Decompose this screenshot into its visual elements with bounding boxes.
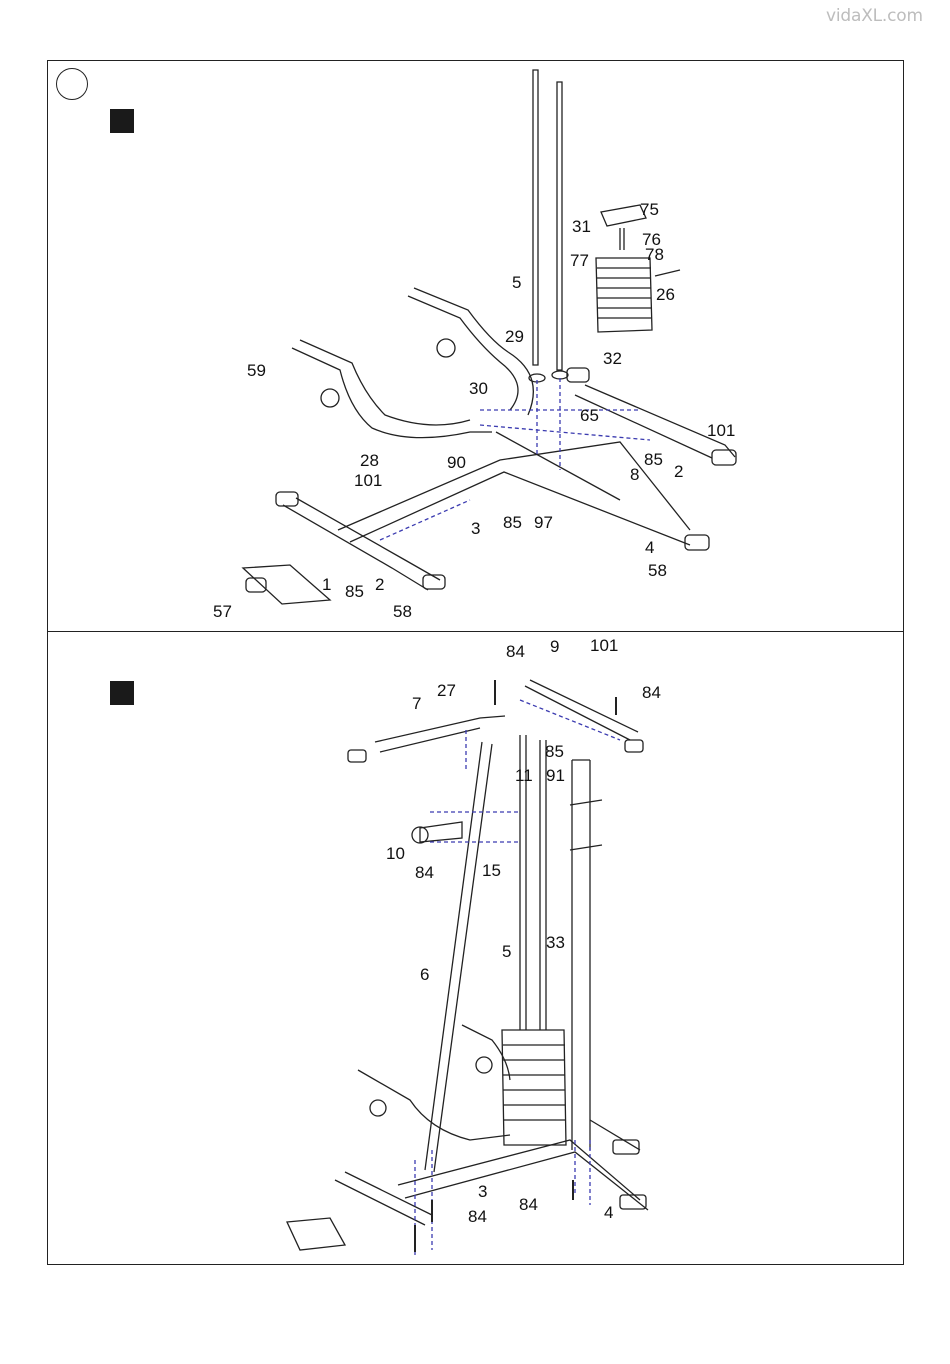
part-label: 5 (502, 943, 511, 960)
part-label: 15 (482, 862, 501, 879)
part-label: 1 (322, 576, 331, 593)
part-label: 85 (545, 743, 564, 760)
part-label: 7 (412, 695, 421, 712)
part-label: 3 (478, 1183, 487, 1200)
part-label: 4 (604, 1204, 613, 1221)
part-label: 11 (515, 767, 533, 784)
part-label: 2 (674, 463, 683, 480)
part-label: 58 (648, 562, 667, 579)
part-label: 59 (247, 362, 266, 379)
part-label: 4 (645, 539, 654, 556)
part-label: 85 (644, 451, 663, 468)
part-label: 90 (447, 454, 466, 471)
part-label: 2 (375, 576, 384, 593)
part-label: 8 (630, 466, 639, 483)
part-label: 84 (506, 643, 525, 660)
part-label: 57 (213, 603, 232, 620)
part-label: 84 (415, 864, 434, 881)
part-label: 26 (656, 286, 675, 303)
part-label: 97 (534, 514, 553, 531)
part-label: 32 (603, 350, 622, 367)
part-label: 85 (345, 583, 364, 600)
part-label: 85 (503, 514, 522, 531)
part-label: 9 (550, 638, 559, 655)
part-label: 28 (360, 452, 379, 469)
part-label: 75 (640, 201, 659, 218)
part-label: 33 (546, 934, 565, 951)
part-label: 30 (469, 380, 488, 397)
part-label: 101 (354, 472, 382, 489)
part-label: 78 (645, 246, 664, 263)
part-label: 10 (386, 845, 405, 862)
part-label: 84 (519, 1196, 538, 1213)
part-label: 29 (505, 328, 524, 345)
part-label: 101 (707, 422, 735, 439)
part-label: 91 (546, 767, 565, 784)
part-label: 31 (572, 218, 591, 235)
part-label: 6 (420, 966, 429, 983)
part-label: 84 (642, 684, 661, 701)
part-label: 101 (590, 637, 618, 654)
part-label: 58 (393, 603, 412, 620)
part-label: 77 (570, 252, 589, 269)
part-label: 3 (471, 520, 480, 537)
part-label: 65 (580, 407, 599, 424)
part-label: 84 (468, 1208, 487, 1225)
part-label: 5 (512, 274, 521, 291)
part-label: 27 (437, 682, 456, 699)
